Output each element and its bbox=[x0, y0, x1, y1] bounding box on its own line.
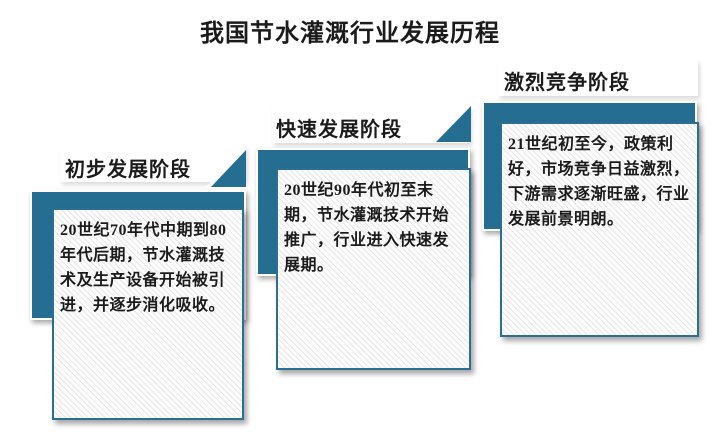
stage-1-title-band bbox=[60, 146, 246, 182]
stage-2-title: 快速发展阶段 bbox=[276, 119, 402, 141]
stage-2-card: 20世纪90年代初至末期，节水灌溉技术开始推广，行业进入快速发展期。 bbox=[276, 168, 471, 370]
stage-1-description: 20世纪70年代中期到80年代后期，节水灌溉技术及生产设备开始被引进，并逐步消化… bbox=[60, 222, 227, 314]
stage-3-description: 21世纪初至今，政策利好，市场竞争日益激烈，下游需求逐渐旺盛，行业发展前景明朗。 bbox=[508, 136, 690, 228]
stage-3-title-band bbox=[498, 60, 698, 96]
stage-3-title: 激烈竞争阶段 bbox=[504, 72, 630, 94]
stage-3-card: 21世纪初至今，政策利好，市场竞争日益激烈，下游需求逐渐旺盛，行业发展前景明朗。 bbox=[500, 122, 699, 337]
stage-1-title: 初步发展阶段 bbox=[65, 159, 191, 181]
stage-2-description: 20世纪90年代初至末期，节水灌溉技术开始推广，行业进入快速发展期。 bbox=[284, 182, 450, 274]
page-title: 我国节水灌溉行业发展历程 bbox=[200, 21, 500, 47]
stage-1-card: 20世纪70年代中期到80年代后期，节水灌溉技术及生产设备开始被引进，并逐步消化… bbox=[52, 208, 244, 420]
